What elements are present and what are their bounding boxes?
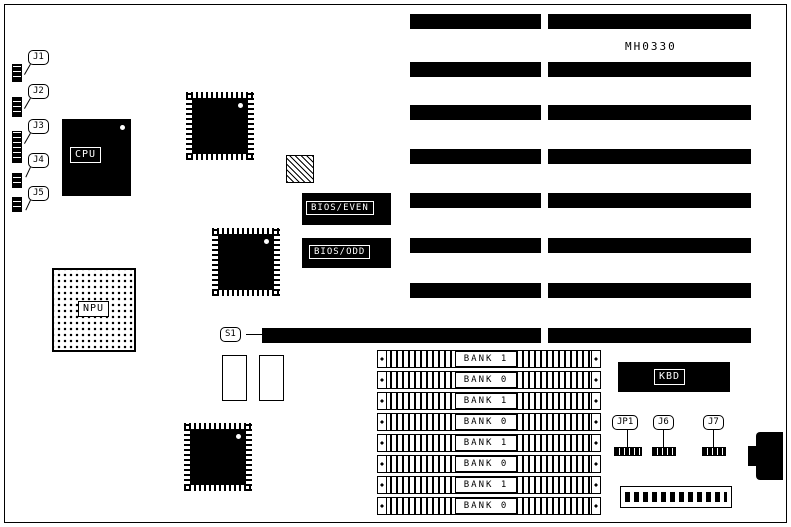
- bios-even-label: BIOS/EVEN: [306, 201, 374, 216]
- board-model-label: MH0330: [625, 40, 677, 53]
- expansion-slot: [410, 193, 541, 208]
- j6-connector: [652, 447, 676, 456]
- kbd-label: KBD: [654, 369, 686, 385]
- j1-callout: J1: [28, 50, 49, 65]
- j7-callout-lead: [713, 430, 714, 447]
- s1-callout-lead: [246, 334, 262, 335]
- expansion-slot: [410, 14, 541, 29]
- simm-bank-label: BANK 0: [455, 498, 517, 514]
- j3-connector: [12, 131, 22, 163]
- expansion-slot: [410, 62, 541, 77]
- expansion-slot: [410, 149, 541, 164]
- cpu-pin1-dot: [120, 125, 125, 130]
- j7-callout: J7: [703, 415, 724, 430]
- qfp-pin1-dot: [238, 103, 243, 108]
- simm-bank-label: BANK 0: [455, 456, 517, 472]
- qfp-chip-body: [190, 429, 246, 485]
- jp1-callout-lead: [627, 430, 628, 447]
- expansion-slot-s1: [262, 328, 541, 343]
- j2-callout: J2: [28, 84, 49, 99]
- expansion-slot: [548, 62, 751, 77]
- expansion-slot: [548, 283, 751, 298]
- cpu-label: CPU: [70, 147, 102, 163]
- qfp-chip: [212, 228, 280, 296]
- cpu-chip: CPU: [62, 119, 131, 196]
- j6-callout-lead: [663, 430, 664, 447]
- s1-callout: S1: [220, 327, 241, 342]
- simm-bank-label: BANK 1: [455, 393, 517, 409]
- dip-component: [222, 355, 247, 401]
- j5-callout: J5: [28, 186, 49, 201]
- diagram-border: [4, 4, 787, 523]
- j4-callout: J4: [28, 153, 49, 168]
- qfp-pin1-dot: [236, 434, 241, 439]
- npu-label: NPU: [78, 301, 110, 317]
- keyboard-din-connector-tab: [748, 446, 757, 466]
- qfp-chip-body: [192, 98, 248, 154]
- npu-socket: NPU: [52, 268, 136, 352]
- j4-connector: [12, 173, 22, 188]
- dip-component: [259, 355, 284, 401]
- pin-header-connector: [620, 486, 732, 508]
- jp1-callout: JP1: [612, 415, 639, 430]
- expansion-slot: [410, 105, 541, 120]
- expansion-slot: [410, 283, 541, 298]
- expansion-slot: [548, 238, 751, 253]
- jp1-connector: [614, 447, 642, 456]
- expansion-slot: [548, 193, 751, 208]
- expansion-slot: [410, 238, 541, 253]
- qfp-pin1-dot: [264, 239, 269, 244]
- small-ic-chip: [286, 155, 314, 183]
- j2-connector: [12, 97, 22, 117]
- j5-connector: [12, 197, 22, 212]
- simm-bank-label: BANK 0: [455, 414, 517, 430]
- bios-even-chip: BIOS/EVEN: [302, 193, 391, 225]
- kbd-chip: KBD: [618, 362, 730, 392]
- qfp-chip: [184, 423, 252, 491]
- expansion-slot: [548, 105, 751, 120]
- simm-bank-label: BANK 1: [455, 351, 517, 367]
- qfp-chip-body: [218, 234, 274, 290]
- expansion-slot: [548, 14, 751, 29]
- j1-connector: [12, 64, 22, 82]
- bios-odd-label: BIOS/ODD: [309, 245, 371, 260]
- j6-callout: J6: [653, 415, 674, 430]
- bios-odd-chip: BIOS/ODD: [302, 238, 391, 268]
- expansion-slot: [548, 149, 751, 164]
- simm-bank-label: BANK 1: [455, 435, 517, 451]
- qfp-chip: [186, 92, 254, 160]
- j3-callout: J3: [28, 119, 49, 134]
- simm-bank-label: BANK 1: [455, 477, 517, 493]
- keyboard-din-connector: [756, 432, 783, 480]
- expansion-slot: [548, 328, 751, 343]
- simm-bank-label: BANK 0: [455, 372, 517, 388]
- j7-connector: [702, 447, 726, 456]
